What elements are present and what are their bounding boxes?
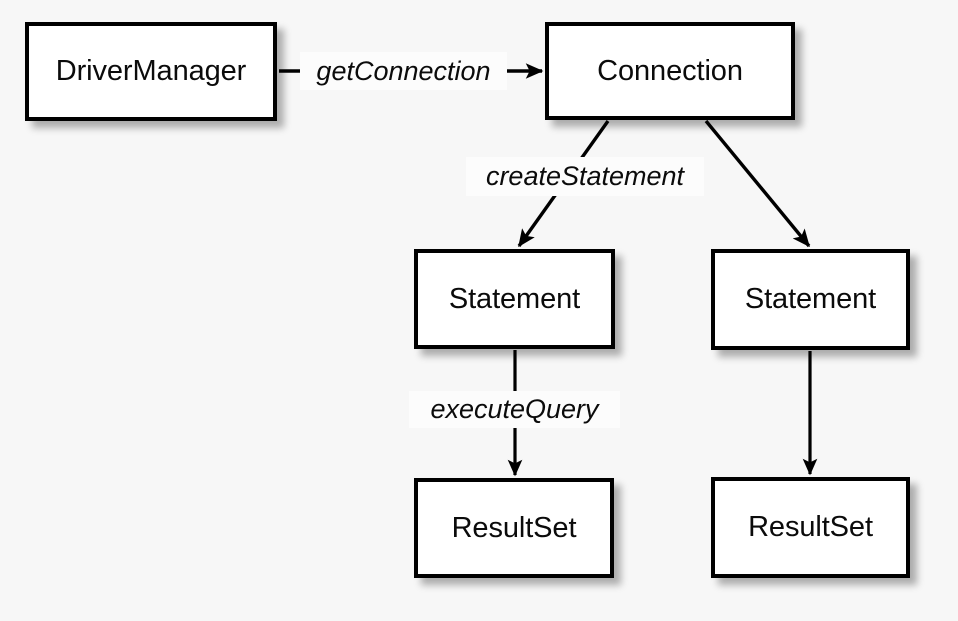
node-statement-left[interactable]: Statement <box>414 249 615 349</box>
edge-label-getconnection: getConnection <box>300 52 507 90</box>
node-statement-right-label: Statement <box>744 283 877 315</box>
node-resultset-right[interactable]: ResultSet <box>711 477 910 578</box>
node-resultset-left[interactable]: ResultSet <box>414 478 614 578</box>
node-statement-left-label: Statement <box>448 282 581 315</box>
edge-createstatement-2 <box>704 119 811 248</box>
node-resultset-right-label: ResultSet <box>748 511 873 543</box>
node-statement-right[interactable]: Statement <box>711 249 910 350</box>
node-resultset-left-label: ResultSet <box>451 511 577 544</box>
edge-label-createstatement: createStatement <box>466 157 704 196</box>
node-connection-label: Connection <box>597 54 743 87</box>
node-connection[interactable]: Connection <box>545 22 795 120</box>
node-drivermanager-label: DriverManager <box>55 55 247 87</box>
node-drivermanager[interactable]: DriverManager <box>25 22 277 121</box>
edge-label-executequery: executeQuery <box>409 391 620 428</box>
